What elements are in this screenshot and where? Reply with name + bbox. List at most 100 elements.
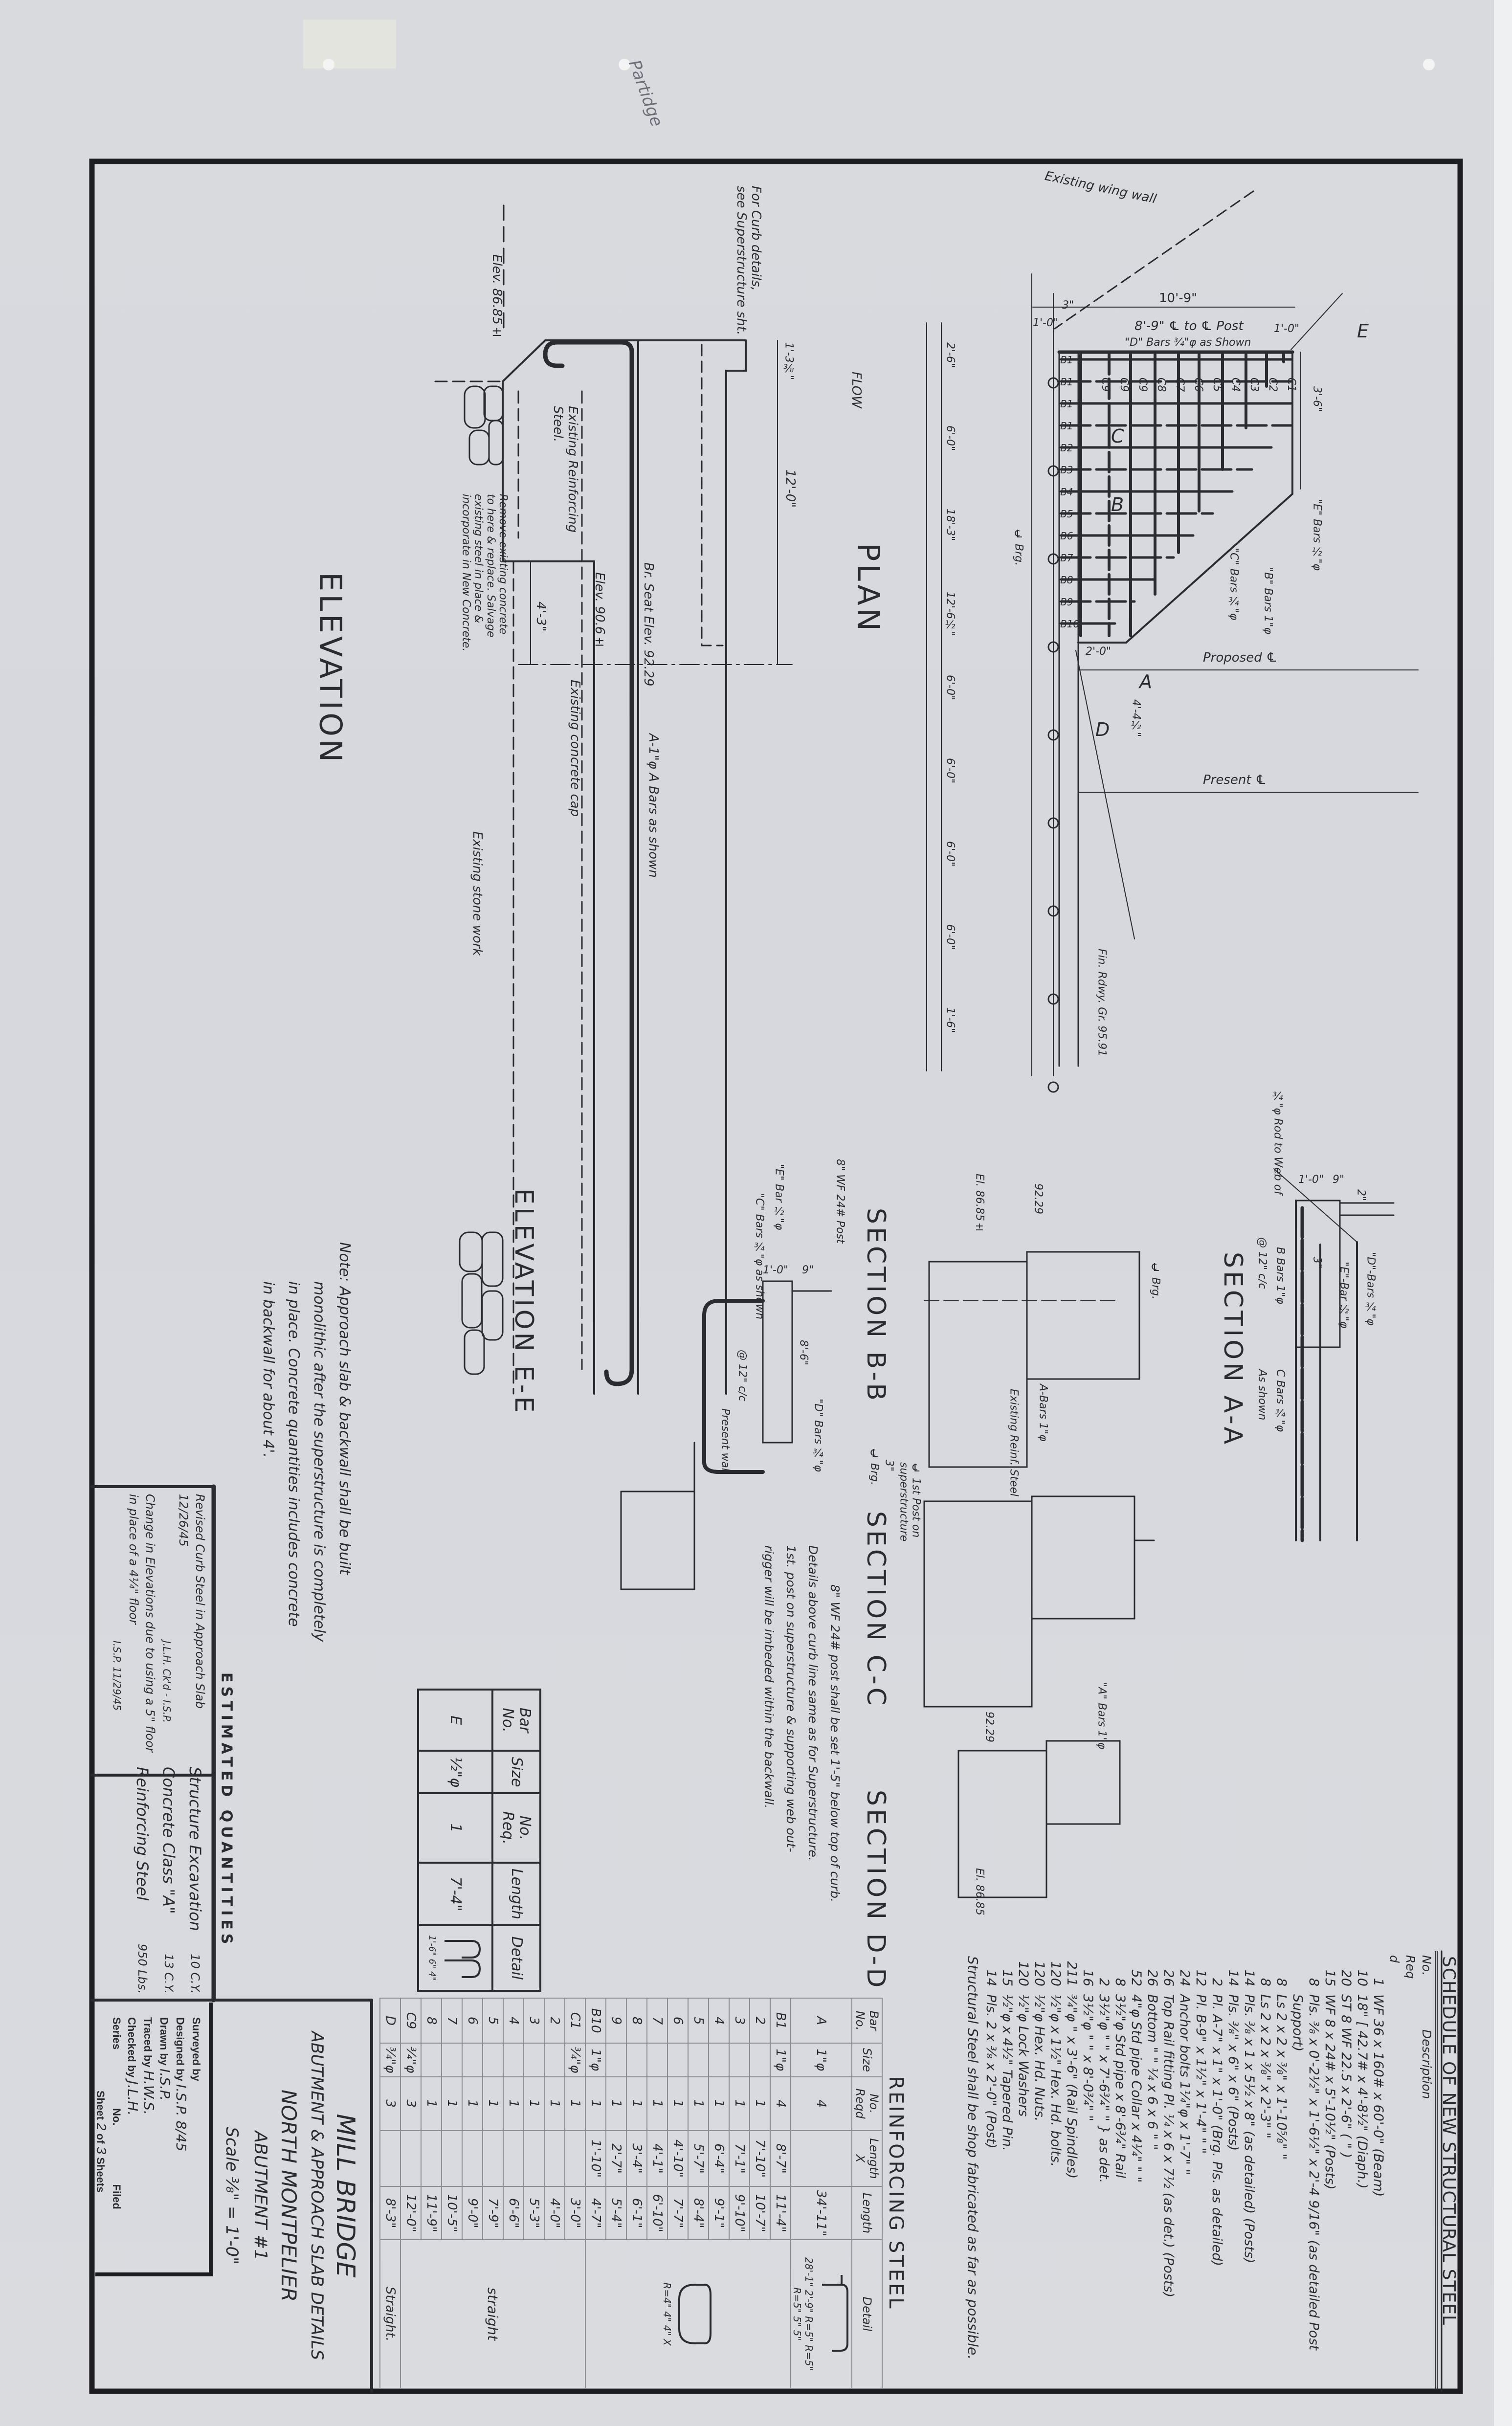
description-cell: Pl. A-7" x 1" x 1'-0" (Brg. Pls. as deta… <box>1209 1994 1224 2267</box>
post-centerline-icon <box>1047 993 1059 1005</box>
cell: 10'-5" <box>442 2186 462 2240</box>
description-cell: 18" [ 42.7# x 4'-8½" (Diaph.) <box>1355 1994 1370 2189</box>
cell: 4 <box>503 1998 524 2044</box>
dimension-label: 6'-0" <box>944 675 956 701</box>
present-centerline: Present ℄ <box>1203 773 1267 787</box>
quantity-cell: 14 <box>1242 1969 1257 1986</box>
quantity-cell: 120 <box>1048 1961 1063 1986</box>
aa-c-note: As shown <box>1256 1369 1268 1421</box>
cell: ¾"φ <box>565 2043 585 2077</box>
c-bars-label: "C" Bars ¾"φ <box>1227 548 1240 621</box>
project-title: MILL BRIDGE <box>331 2114 360 2278</box>
cell <box>729 2043 750 2077</box>
plan-view <box>926 190 1419 1093</box>
cell: 11'-9" <box>421 2186 442 2240</box>
dim-top: 1'-3⅜" <box>782 342 795 380</box>
cell: 7'-1" <box>729 2130 750 2187</box>
cell <box>462 2130 483 2187</box>
ee-c-bars: "C" Bars ¾"φ as shown <box>753 1193 766 1320</box>
cell: 1"φ <box>585 2043 606 2077</box>
quantity-cell: 16 <box>1080 1969 1095 1986</box>
post-centerline-icon <box>1047 553 1059 565</box>
signoff-row: Designed by I.S.P. 8/45 <box>173 2017 189 2258</box>
post-centerline-icon <box>1047 465 1059 477</box>
section-bb-title: SECTION B-B <box>861 1208 890 1403</box>
bar-label: B1 <box>1060 398 1073 410</box>
a-bars-label: A-1"φ A Bars as shown <box>645 734 661 878</box>
cell: D <box>380 1998 400 2044</box>
cell: 1 <box>667 2076 688 2131</box>
bb-brg: ℄ Brg. <box>1149 1262 1162 1300</box>
quantity-cell: 26 <box>1161 1969 1176 1986</box>
cell: 1 <box>418 1793 493 1863</box>
schedule-footnote: Structural Steel shall be shop fabricate… <box>965 1956 981 2360</box>
detail-c: straight <box>400 2240 585 2388</box>
aa-dim: 2" <box>1355 1189 1367 1202</box>
revision-by: I.S.P. 11/29/45 <box>111 1641 123 1711</box>
label-line: Existing Reinforcing <box>565 406 580 533</box>
dim: 5" <box>791 2316 803 2327</box>
note-line: 8" WF 24# post shall be set 1'-5" below … <box>828 1584 842 1903</box>
quantity-cell: 24 <box>1177 1969 1192 1986</box>
reinforcing-table: Bar No. Size No. Reqd Length X Length De… <box>379 1998 883 2389</box>
punch-hole <box>323 59 334 70</box>
elevation-ee-title: ELEVATION E-E <box>509 1188 538 1416</box>
signoff-row: Checked by J.L.H. <box>124 2017 141 2258</box>
ee-dim: 9" <box>802 1264 814 1276</box>
cell: 1 <box>750 2076 770 2131</box>
bb-a-bars: A-Bars 1"φ <box>1037 1384 1049 1442</box>
description-cell: ½"φ Hex. Hd. Nuts. <box>1032 1994 1047 2122</box>
section-dd-view <box>957 1740 1121 1898</box>
column-header: Size <box>852 2043 882 2077</box>
label-line: ℄ 1st Post on <box>910 1462 922 1538</box>
revisions-block: Revised Curb Steel in Approach Slab 12/2… <box>106 1489 211 1763</box>
quantity-cell: 10 <box>1355 1969 1370 1986</box>
cell: 1 <box>524 2076 544 2131</box>
bar-label: B1 <box>1060 354 1073 366</box>
cell: 3'-0" <box>565 2186 585 2240</box>
bar-label: C1 <box>1285 378 1297 392</box>
quantity-cell: 20 <box>1338 1969 1354 1986</box>
aa-dim: 9" <box>1333 1174 1345 1186</box>
dim: R=4" <box>661 2282 673 2308</box>
bar-label: C2 <box>1267 378 1279 392</box>
cell: 9'-10" <box>729 2186 750 2240</box>
quantity-cell: 120 <box>1016 1961 1031 1986</box>
flow-label: FLOW <box>848 372 864 408</box>
sheets-label: Sheets <box>94 2157 107 2193</box>
note-line: in place. Concrete quantities includes c… <box>285 1281 302 1627</box>
cell: 11'-4" <box>770 2186 791 2240</box>
cc-brg: ℄ Brg. <box>868 1447 881 1486</box>
signoff-value: I.S.P. 8/45 <box>173 2084 189 2152</box>
label-line: superstructure <box>897 1462 910 1542</box>
cell: 4 <box>709 1998 729 2044</box>
post-centerline-icon <box>1047 377 1059 389</box>
cell <box>791 2130 852 2187</box>
cell <box>750 2043 770 2077</box>
filed-label: Filed <box>111 2184 123 2209</box>
cell: 1 <box>585 2076 606 2131</box>
bar-label: C4 <box>1229 378 1242 392</box>
cell: 9'-0" <box>462 2186 483 2240</box>
dimension-label: 18'-3" <box>944 509 956 541</box>
cell: 3 <box>729 1998 750 2044</box>
cell: 2'-7" <box>606 2130 626 2187</box>
cell <box>503 2043 524 2077</box>
section-mark: E <box>1357 320 1369 342</box>
cell <box>483 2130 503 2187</box>
cc-dim: 3" <box>883 1460 895 1472</box>
cell: E <box>418 1690 493 1751</box>
elev-mid-label: Elev. 90.6± <box>592 572 607 649</box>
quantity-value: 13 C.Y. <box>162 1954 176 1994</box>
quantity-cell: 26 <box>1145 1969 1160 1986</box>
aa-dim: 3" <box>1311 1257 1323 1269</box>
quantity-cell: 211 <box>1064 1961 1079 1986</box>
column-header: No. Reqd <box>852 2076 882 2131</box>
cell: 1 <box>709 2076 729 2131</box>
bar-label: B4 <box>1060 486 1073 498</box>
